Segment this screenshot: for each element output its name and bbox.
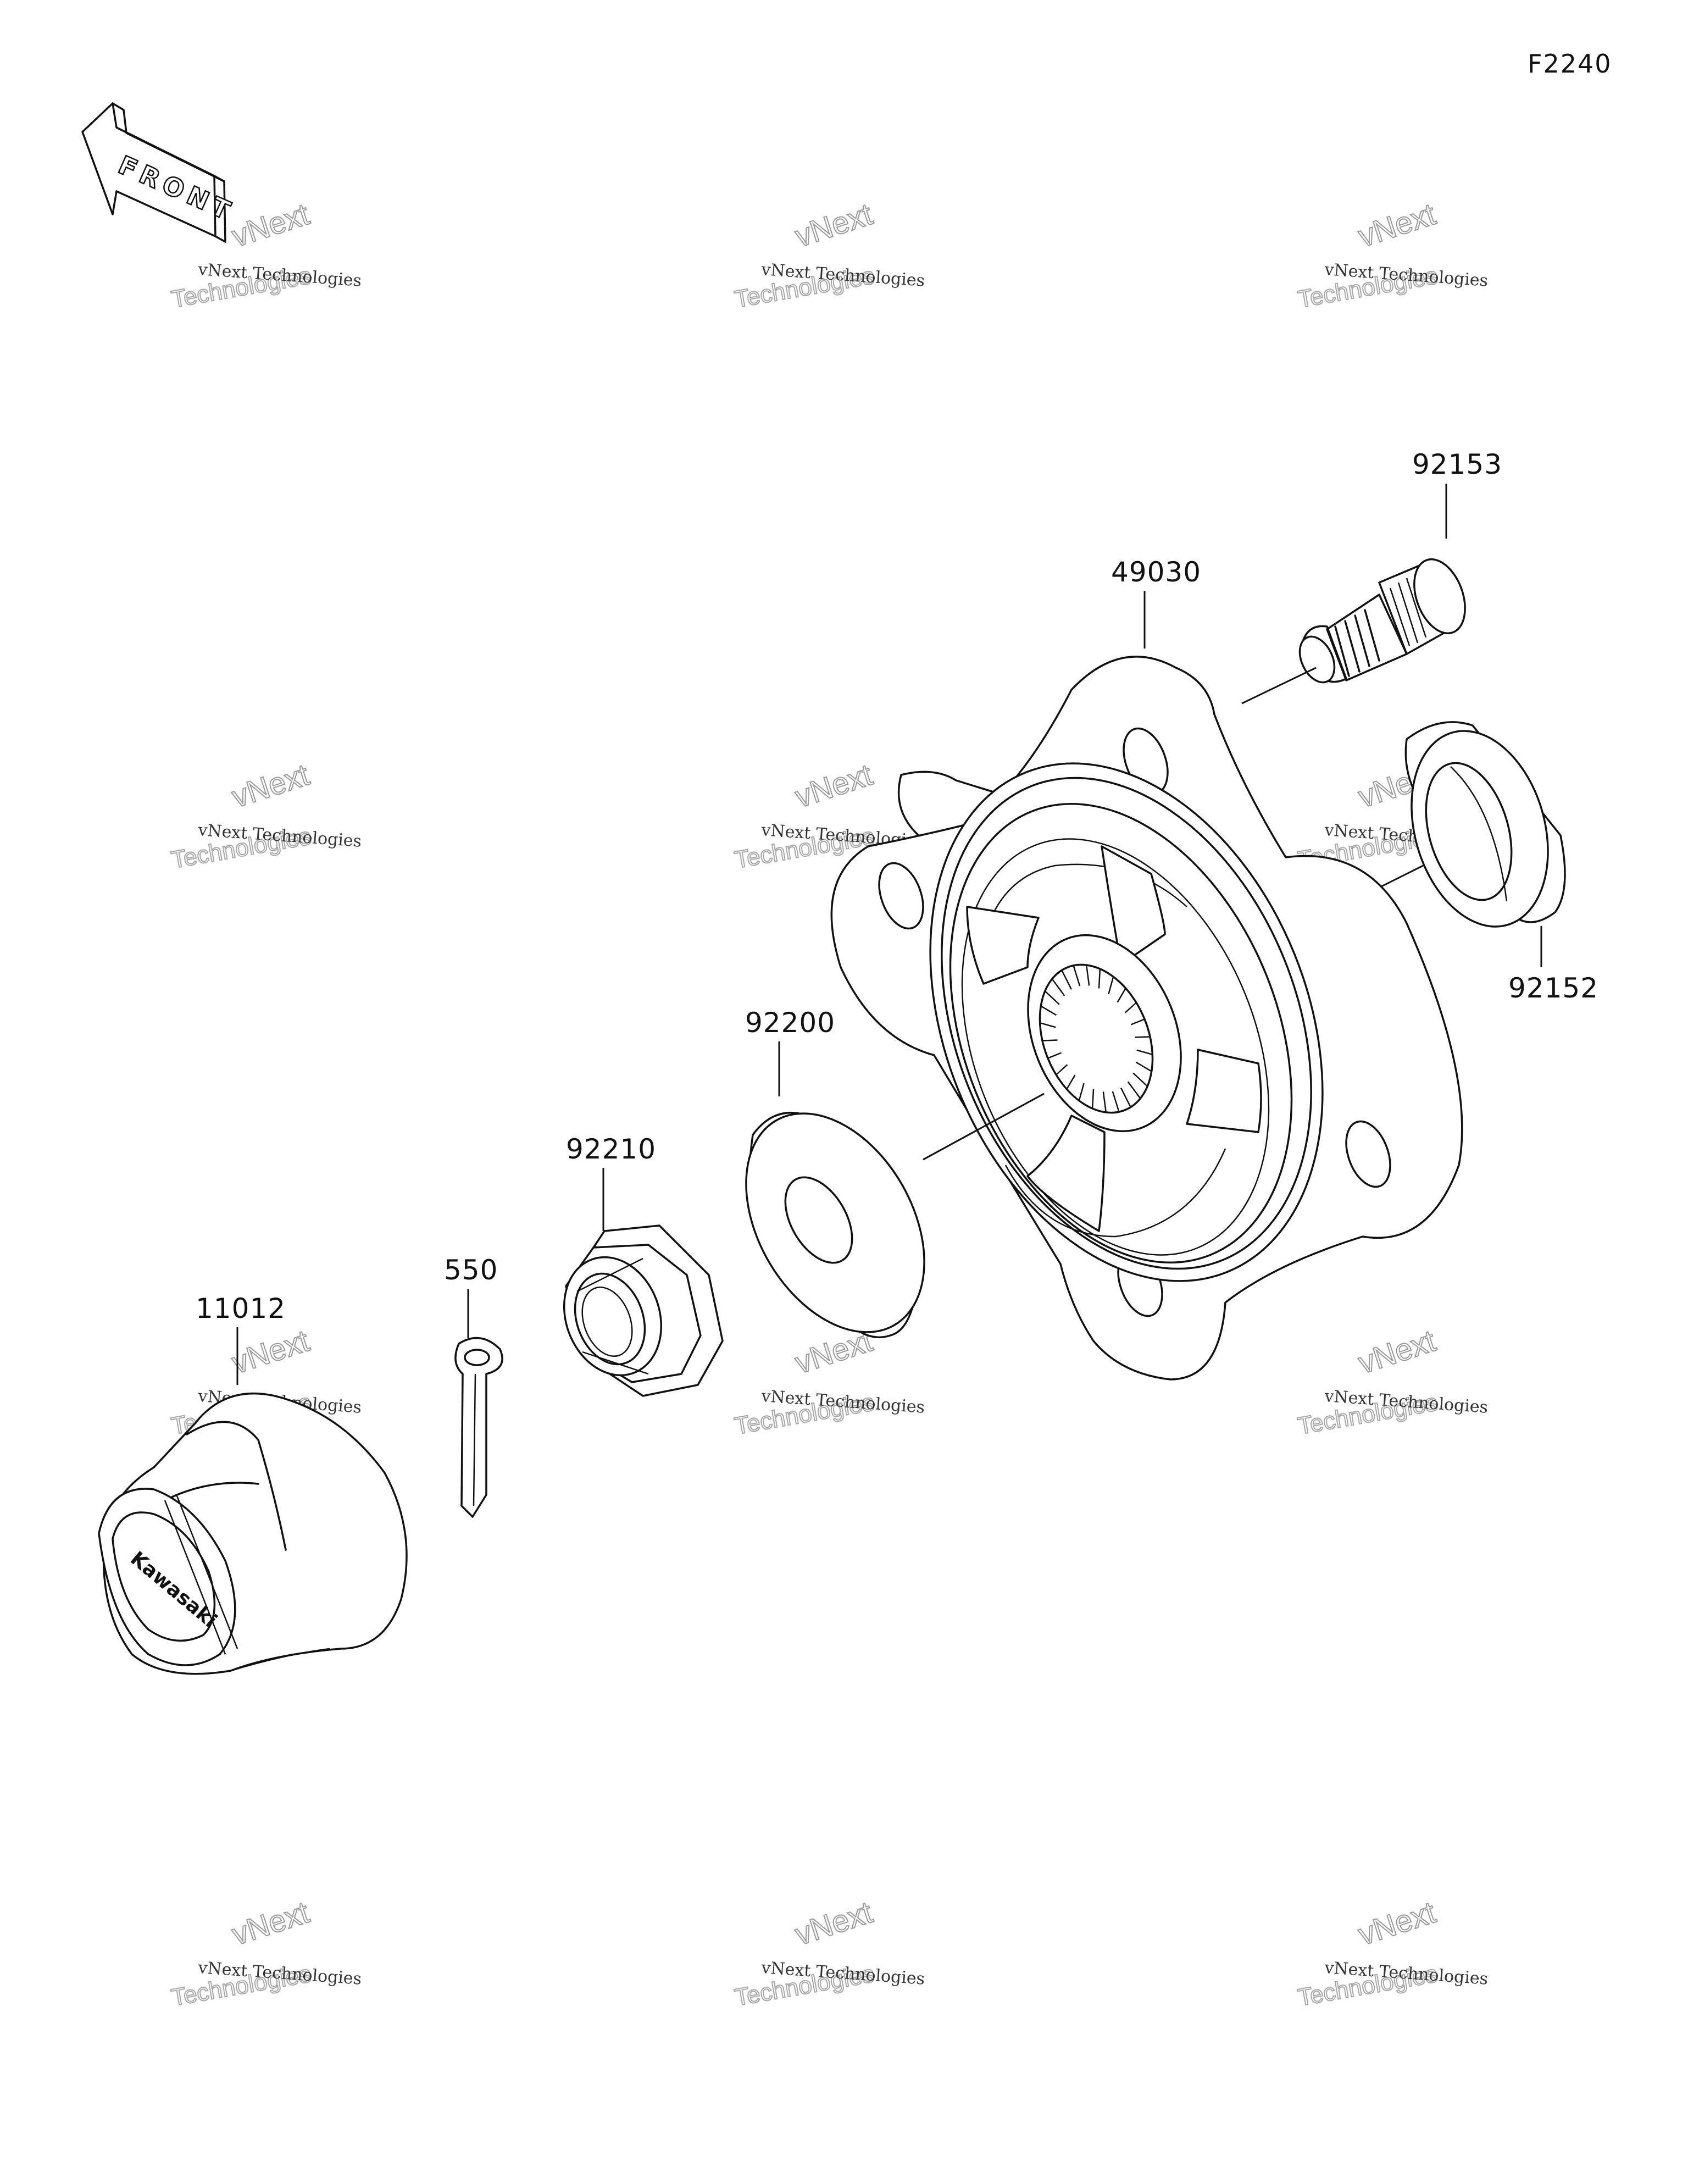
watermark-text: vNext [1354,1894,1440,1952]
hub-cap-part: Kawasaki [98,1392,408,1675]
spline-tooth [1078,1083,1085,1101]
label-92200: 92200 [745,1007,835,1039]
hub-part [830,656,1463,1381]
spline-tooth [1040,1022,1056,1028]
label-11012: 11012 [196,1293,286,1324]
spline-tooth [1061,969,1072,990]
spline-tooth [1042,1039,1058,1041]
label-92152: 92152 [1508,972,1598,1004]
spline-tooth [1112,1091,1120,1112]
spline-tooth [1047,1052,1062,1059]
castle-nut-part [563,1224,724,1397]
watermark-text: vNext [791,757,876,814]
watermark-text: vNext [791,196,876,253]
washer-part [745,1111,925,1339]
hub-spline-teeth [1040,964,1153,1113]
cotter-pin-part [454,1337,503,1518]
hub-stud-part [1298,558,1466,684]
spline-tooth [1040,1005,1057,1016]
watermark-text: vNext [227,1323,313,1380]
front-arrow-icon: FRONT [81,102,240,243]
watermark-text: vNext [227,757,313,814]
page-code: F2240 [1528,49,1612,79]
spline-tooth [1132,1072,1148,1087]
spline-tooth [1085,964,1090,986]
spline-tooth [1098,968,1101,989]
spline-tooth [1073,965,1081,986]
watermark-text: vNext [1354,196,1440,253]
spline-tooth [1127,1081,1141,1099]
spline-tooth [1117,988,1126,1003]
spline-tooth [1066,1074,1076,1090]
label-49030: 49030 [1111,556,1201,588]
label-92153: 92153 [1412,448,1502,480]
spline-tooth [1102,1091,1107,1113]
spline-tooth [1056,1064,1068,1076]
spline-tooth [1051,978,1065,996]
spacer-ring-part [1404,721,1566,928]
spline-tooth [1044,990,1060,1005]
label-92210: 92210 [566,1133,656,1165]
spline-tooth [1136,1049,1153,1056]
spline-tooth [1124,1002,1137,1013]
spline-tooth [1135,1036,1151,1038]
watermark-text: vNext [227,196,313,253]
watermark-text: vNext [1354,1323,1440,1380]
spline-tooth [1108,976,1114,995]
spline-tooth [1091,1089,1095,1109]
spline-tooth [1130,1018,1145,1026]
watermark-text: vNext [227,1894,313,1952]
spline-tooth [1135,1061,1152,1072]
spline-tooth [1120,1088,1131,1108]
label-550: 550 [444,1254,498,1286]
watermark-text: vNext [791,1894,876,1952]
